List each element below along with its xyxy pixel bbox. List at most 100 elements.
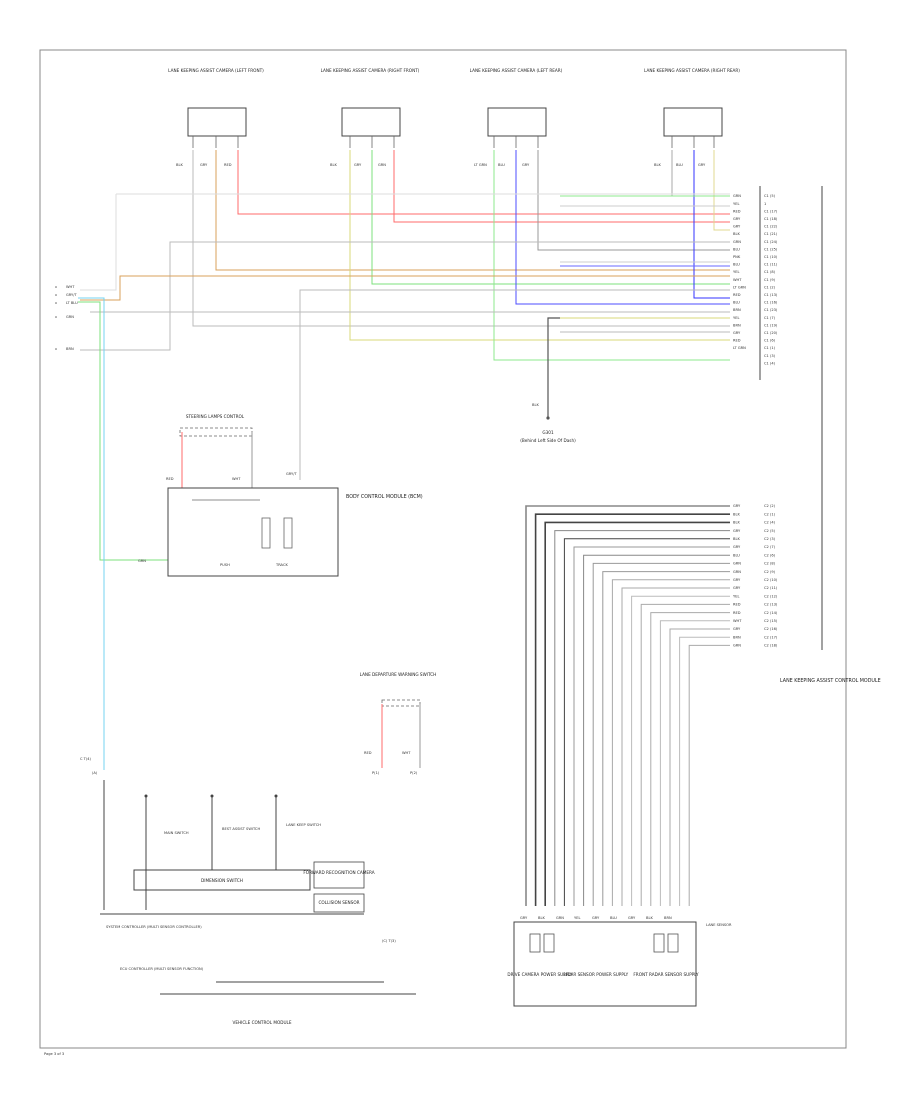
harness-wire — [659, 620, 730, 906]
right-pin-color: YEL — [733, 270, 739, 274]
harness-pin-color: BRN — [733, 635, 741, 639]
lower-pin-right: (C) T(3) — [382, 939, 396, 943]
left-wire-label: GRY/T — [66, 293, 77, 297]
right-pin-number: C1 (7) — [764, 316, 776, 320]
sensor-box — [487, 107, 547, 137]
harness-pin-color: RED — [733, 603, 741, 607]
harness-pin-color: GRN — [733, 562, 741, 566]
harness-pin-color: BLK — [733, 512, 740, 516]
right-pin-number: C1 (13) — [764, 293, 778, 297]
harness-pin-number: C2 (18) — [764, 644, 778, 648]
harness-wire — [669, 628, 730, 906]
sensor-pin-label: BLK — [654, 163, 661, 167]
sensor-pin-label: BLU — [676, 163, 683, 167]
right-pin-color: GRN — [733, 240, 741, 244]
harness-pin-color: GRY — [733, 578, 741, 582]
sensor-box — [341, 107, 401, 137]
sensor-caption: LANE KEEPING ASSIST CAMERA (LEFT FRONT) — [168, 68, 264, 73]
right-pin-number: C1 (2) — [764, 285, 776, 289]
sensor-pin-label: RED — [224, 163, 232, 167]
lower-switch-pin-num1: P(1) — [372, 771, 380, 775]
left-wire-dot — [55, 302, 57, 304]
harness-wire — [621, 587, 730, 906]
bottom-caption-2: LIDAR SENSOR POWER SUPPLY — [564, 972, 629, 977]
harness-pin-color: GRN — [733, 570, 741, 574]
harness-pin-color: GRY — [733, 627, 741, 631]
module-caption: BODY CONTROL MODULE (BCM) — [346, 494, 423, 500]
right-pin-color: BRN — [733, 308, 741, 312]
left-vertical-wire: GRN — [78, 297, 168, 770]
bottom-pin-label: YEL — [574, 916, 580, 920]
sensor-pin-label: GRY — [200, 163, 208, 167]
switch-pin-red: RED — [166, 477, 174, 481]
lower-left-pin2: (A) — [92, 771, 98, 775]
sensor-caption: LANE KEEPING ASSIST CAMERA (RIGHT FRONT) — [321, 68, 420, 73]
harness-wire — [573, 546, 730, 906]
harness-wire — [640, 603, 730, 906]
harness-pin-color: GRY — [733, 586, 741, 590]
right-pin-color: BLU — [733, 263, 740, 267]
right-pin-color: BLU — [733, 247, 740, 251]
right-pin-number: C1 (6) — [764, 339, 776, 343]
right-pin-number: C1 (8) — [764, 270, 776, 274]
harness-pin-number: C2 (5) — [764, 529, 776, 533]
sensor-left-rear: LANE KEEPING ASSIST CAMERA (LEFT REAR) — [470, 68, 563, 148]
harness-wire — [592, 562, 730, 906]
harness-pin-number: C2 (1) — [764, 512, 776, 516]
ground-caption: (Behind Left Side Of Dash) — [520, 438, 576, 443]
lower-box2: FORWARD RECOGNITION CAMERA — [303, 870, 374, 875]
harness-wire — [602, 571, 730, 906]
right-pin-number: C1 (21) — [764, 232, 778, 236]
harness-pin-number: C2 (17) — [764, 635, 778, 639]
harness-pin-color: RED — [733, 611, 741, 615]
right-pin-number: C1 (4) — [764, 361, 776, 365]
sensor-pin-label: GRN — [378, 163, 386, 167]
harness-pin-number: C2 (13) — [764, 603, 778, 607]
left-wire-dot — [55, 348, 57, 350]
sensor-caption: LANE KEEPING ASSIST CAMERA (LEFT REAR) — [470, 68, 563, 73]
sensor-pin-label: BLK — [176, 163, 183, 167]
sensor-wires — [80, 150, 730, 480]
harness-pin-number: C2 (8) — [764, 562, 776, 566]
harness-pin-number: C2 (2) — [764, 504, 776, 508]
harness-wire — [650, 612, 730, 906]
lane-departure-switch: LANE DEPARTURE WARNING SWITCH RED WHT P(… — [360, 672, 437, 775]
right-pin-number: C1 (11) — [764, 263, 778, 267]
harness-pin-color: GRY — [733, 529, 741, 533]
right-pin-number: C1 (5) — [764, 194, 776, 198]
right-pin-number: C1 (10) — [764, 255, 778, 259]
right-pin-color: RED — [733, 209, 741, 213]
diagram-frame — [39, 49, 847, 1049]
lower-bus: SYSTEM CONTROLLER (MULTI SENSOR CONTROLL… — [106, 925, 202, 929]
harness-pin-number: C2 (14) — [764, 611, 778, 615]
lower-switch-pin-wht: WHT — [402, 751, 411, 755]
lower-switch-main: MAIN SWITCH — [164, 831, 189, 835]
left-wire-dot — [55, 316, 57, 318]
right-pin-color: GRY — [733, 331, 741, 335]
harness-pin-color: GRY — [733, 504, 741, 508]
right-pin-number: C1 (19) — [764, 323, 778, 327]
right-pin-number: 1 — [764, 202, 766, 206]
lower-box1: DIMENSION SWITCH — [201, 878, 243, 883]
harness-pin-color: GRY — [733, 545, 741, 549]
body-control-module: GRY/T BODY CONTROL MODULE (BCM) PUSH TRA… — [167, 472, 423, 577]
right-pin-color: PNK — [733, 255, 741, 259]
sensor-right-rear: LANE KEEPING ASSIST CAMERA (RIGHT REAR) — [644, 68, 740, 148]
right-pin-color: BLK — [733, 232, 740, 236]
sensor-pin-label: BLU — [498, 163, 505, 167]
ground-wire-label: BLK — [532, 403, 539, 407]
sensor-box — [663, 107, 723, 137]
lower-left-pin: C T(4) — [80, 757, 92, 761]
harness-wire — [544, 521, 730, 906]
left-wire-label: BRN — [66, 347, 74, 351]
sensor-right-front: LANE KEEPING ASSIST CAMERA (RIGHT FRONT) — [321, 68, 420, 148]
bottom-caption-1: DRIVE CAMERA POWER SUPPLY — [507, 972, 573, 977]
harness-pin-number: C2 (16) — [764, 627, 778, 631]
harness-pin-number: C2 (12) — [764, 594, 778, 598]
lower-box3: COLLISION SENSOR — [318, 900, 359, 905]
